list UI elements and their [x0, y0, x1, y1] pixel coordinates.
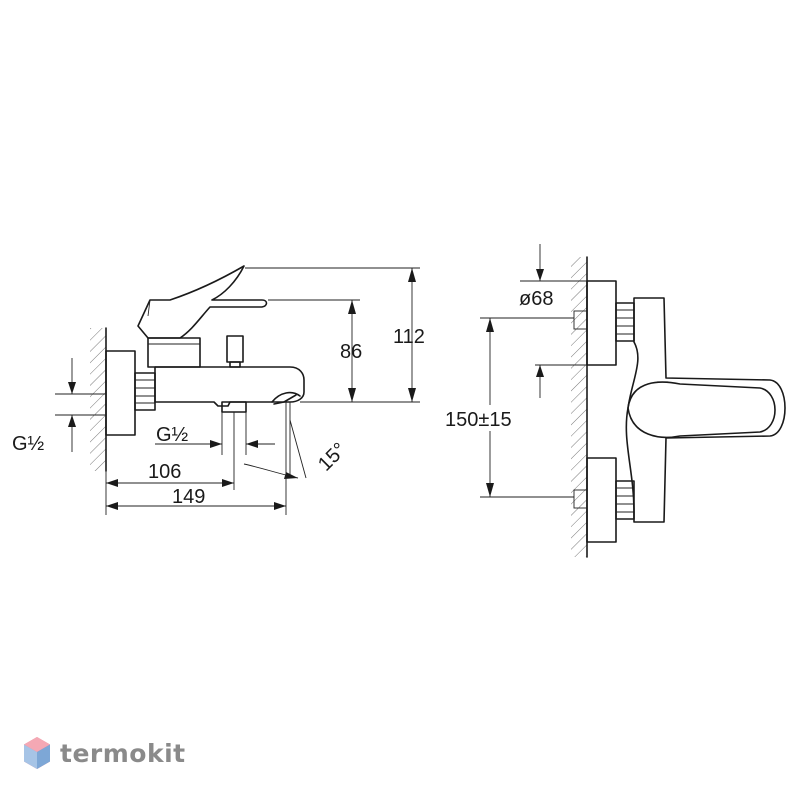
- dim-86: 86: [340, 341, 362, 363]
- front-body: [625, 297, 786, 523]
- dim-106: 106: [148, 461, 181, 483]
- bottom-flange: [586, 457, 617, 543]
- top-flange: [586, 280, 617, 366]
- dim-angle: 15°: [314, 439, 351, 476]
- front-wall-hatch: [571, 257, 587, 557]
- spout-outlet: [221, 401, 247, 413]
- front-view: ø68 150±15: [442, 244, 786, 558]
- side-view: 112 86 G½ G½ 15° 106: [12, 265, 425, 515]
- handle-lever: [137, 265, 268, 339]
- dim-center-distance: 150±15: [445, 409, 512, 431]
- dim-spout-thread: G½: [156, 424, 189, 446]
- dim-diameter: ø68: [519, 288, 553, 310]
- side-wall-hatch: [90, 328, 106, 471]
- faucet-body: [154, 366, 305, 407]
- wall-flange: [105, 350, 136, 436]
- brand-name: termokit: [60, 738, 186, 768]
- front-handle: [627, 381, 776, 439]
- cartridge-housing: [147, 337, 201, 368]
- dim-112: 112: [393, 326, 425, 348]
- dim-149: 149: [172, 486, 205, 508]
- thread-nut: [134, 372, 156, 411]
- dim-side-thread: G½: [12, 433, 45, 455]
- diverter-knob: [226, 335, 244, 363]
- hexagon-logo-icon: [24, 737, 50, 769]
- brand-logo: termokit: [22, 735, 186, 771]
